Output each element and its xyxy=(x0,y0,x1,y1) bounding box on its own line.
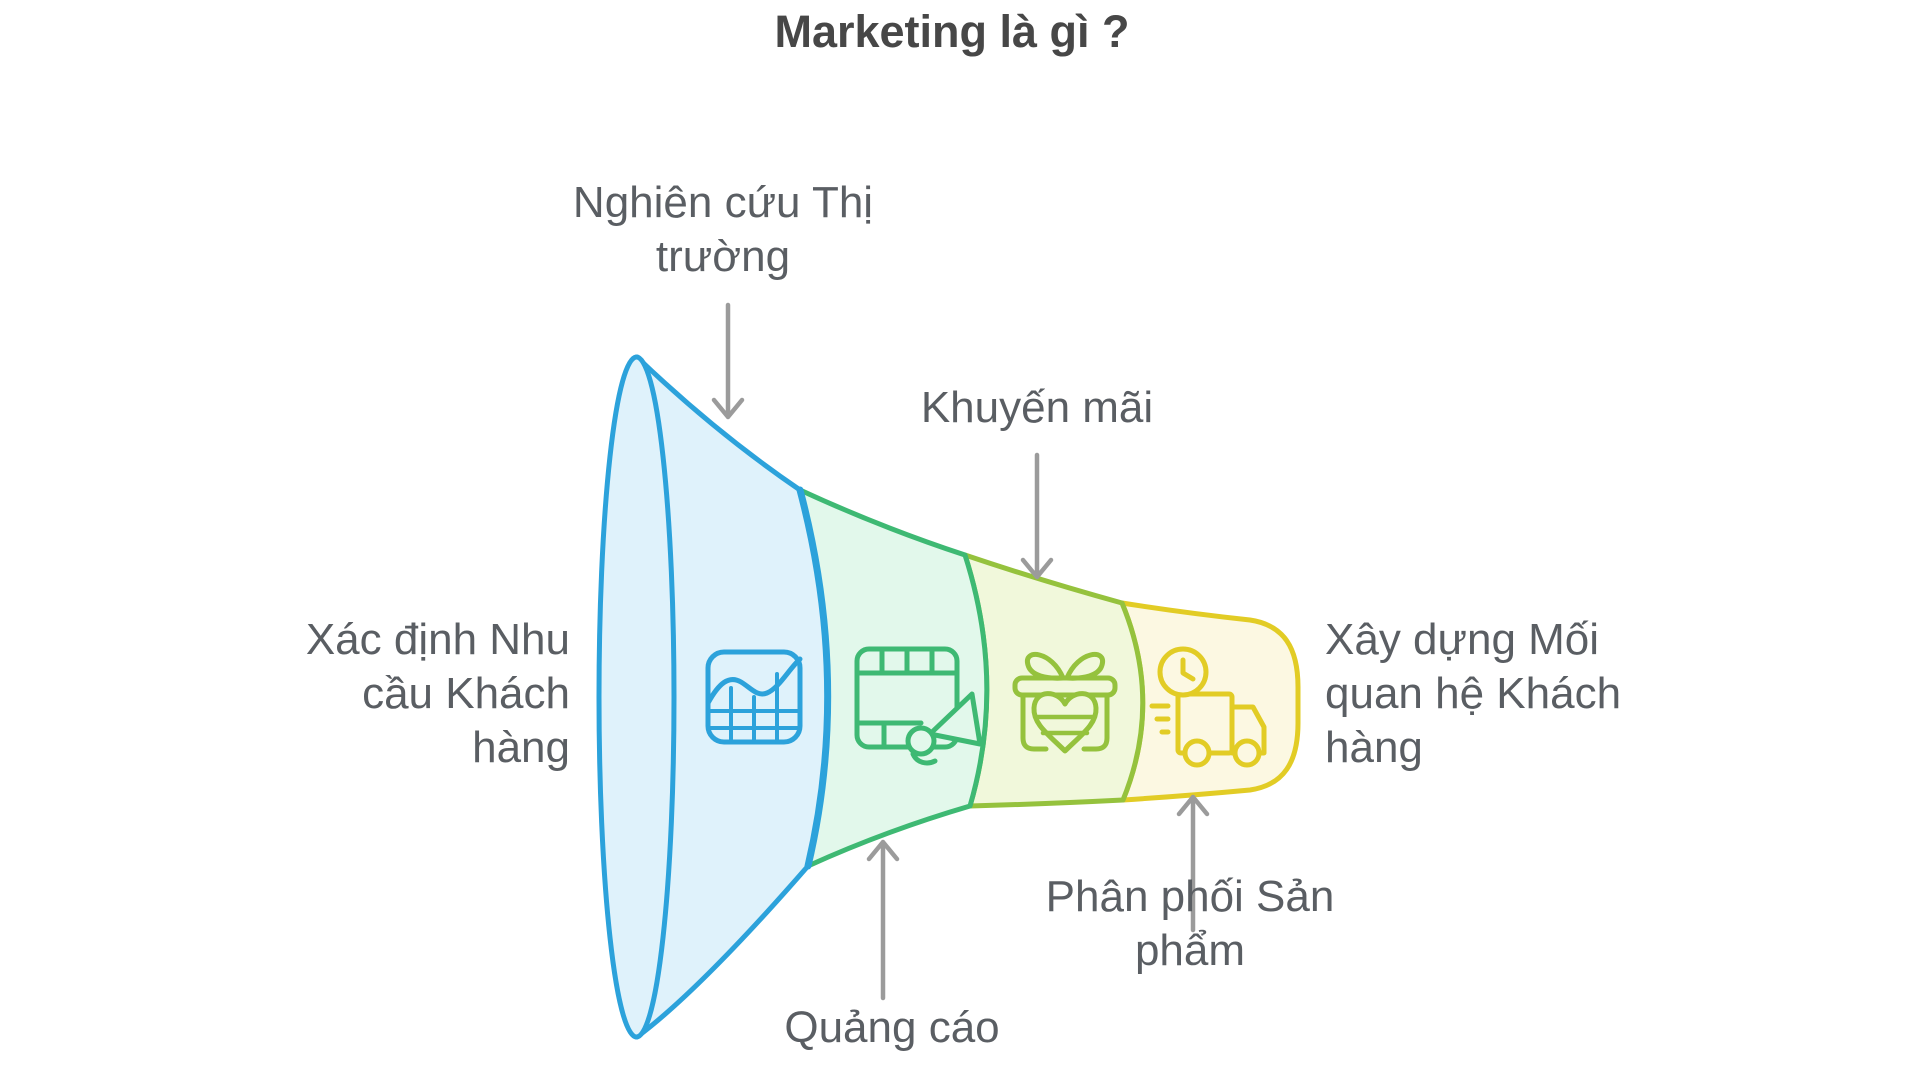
label-line: quan hệ Khách xyxy=(1325,669,1622,718)
chart-icon xyxy=(705,649,803,745)
label-line: Xác định Nhu xyxy=(305,615,570,664)
label-line: Nghiên cứu Thị xyxy=(572,178,874,227)
label-line: Quảng cáo xyxy=(784,1003,1000,1052)
film-megaphone-icon xyxy=(854,646,983,766)
label-line: Phân phối Sản xyxy=(1045,872,1335,921)
label-line: cầu Khách xyxy=(362,669,570,718)
arrow-promotion xyxy=(1020,452,1054,580)
label-distribution: Phân phối Sản phẩm xyxy=(1046,870,1335,978)
label-line: trường xyxy=(655,232,791,281)
label-line: hàng xyxy=(1325,723,1423,772)
arrow-market-research xyxy=(711,302,745,420)
arrow-distribution xyxy=(1176,794,1210,933)
label-customer-needs: Xác định Nhu cầu Khách hàng xyxy=(306,613,570,775)
page-title: Marketing là gì ? xyxy=(774,6,1130,57)
label-line: phẩm xyxy=(1134,926,1246,975)
label-market-research: Nghiên cứu Thị trường xyxy=(573,176,873,284)
delivery-truck-icon xyxy=(1149,646,1267,768)
label-customer-relationship: Xây dựng Mối quan hệ Khách hàng xyxy=(1325,613,1621,775)
funnel-mouth-ellipse xyxy=(596,354,677,1040)
label-line: hàng xyxy=(472,723,570,772)
label-line: Khuyến mãi xyxy=(920,383,1154,432)
label-advertising: Quảng cáo xyxy=(784,1001,999,1055)
label-line: Xây dựng Mối xyxy=(1325,615,1600,664)
funnel-segment-distribution xyxy=(1119,600,1301,803)
gift-heart-icon xyxy=(1012,652,1118,754)
label-promotion: Khuyến mãi xyxy=(921,381,1153,435)
arrow-advertising xyxy=(866,839,900,1001)
